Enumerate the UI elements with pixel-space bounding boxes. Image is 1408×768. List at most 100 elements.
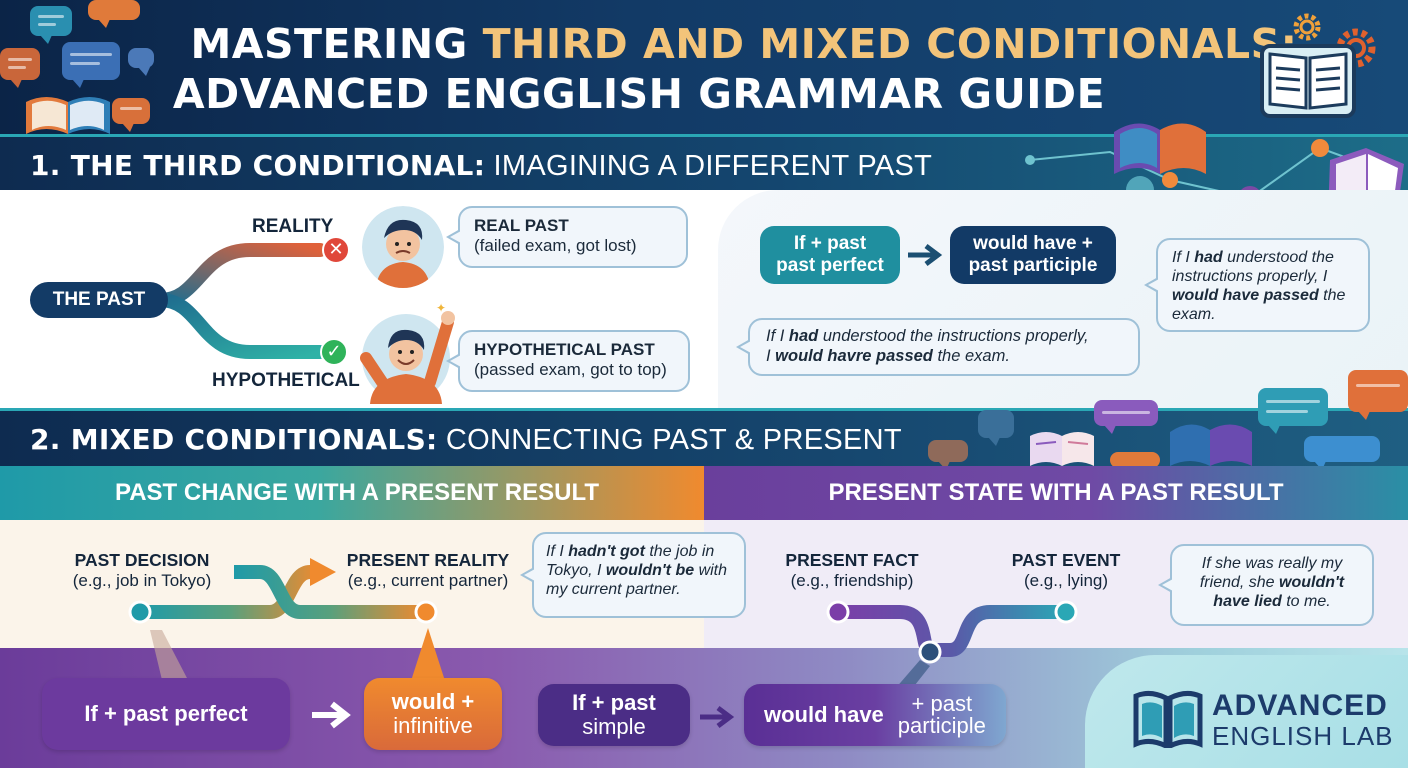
logo-book-icon xyxy=(1133,690,1203,748)
ex1-bold-2: would have passed xyxy=(1172,287,1319,304)
book-icon xyxy=(1170,424,1252,466)
pointer-triangle xyxy=(410,628,446,684)
formula-would-have-text: would have xyxy=(764,702,884,727)
chat-bubble-icon xyxy=(1304,436,1380,470)
present-fact-title: PRESENT FACT xyxy=(785,550,919,570)
chat-bubble-icon xyxy=(978,410,1014,446)
past-decision-sub: (e.g., job in Tokyo) xyxy=(72,571,212,590)
formula-would-line2: infinitive xyxy=(393,713,473,738)
formula-would-line2: past participle xyxy=(968,255,1098,276)
real-past-sub: (failed exam, got lost) xyxy=(474,236,637,255)
formula-past-participle-text: + past participle xyxy=(898,693,986,737)
book-icon xyxy=(26,97,110,134)
chat-bubble-icon xyxy=(128,48,154,76)
formula-would-infinitive: would +infinitive xyxy=(364,678,502,750)
past-event-sub: (e.g., lying) xyxy=(1023,571,1109,590)
band-present-state: PRESENT STATE WITH A PAST RESULT xyxy=(704,466,1408,520)
chat-bubble-icon xyxy=(1348,370,1408,420)
mixed-path-left xyxy=(128,558,438,624)
section1-title: 1. THE THIRD CONDITIONAL: IMAGINING A DI… xyxy=(30,149,933,182)
logo-line1: ADVANCED xyxy=(1212,689,1388,722)
chat-bubble-icon xyxy=(928,440,968,470)
formula-would-have-past-participle-mixed: would have + past participle xyxy=(744,684,1006,746)
exl-bold-1: hadn't got xyxy=(568,543,645,560)
arrow-right-icon xyxy=(312,701,351,729)
exr-text-2: to me. xyxy=(1281,593,1331,610)
example-bubble-1: If I had understood the instructions pro… xyxy=(1144,238,1370,332)
ex2-bold-2: would havre passed xyxy=(775,347,933,365)
the-past-label: THE PAST xyxy=(30,282,168,318)
exl-text-1: If I xyxy=(546,543,569,560)
chat-bubble-icon xyxy=(0,48,40,88)
formula-if-line2: past perfect xyxy=(776,255,884,276)
book-icon xyxy=(1114,123,1206,174)
mixed-path-right xyxy=(826,600,1078,664)
example-bubble-mixed-right: If she was really my friend, she wouldn'… xyxy=(1158,544,1374,626)
exr-text-1: If she was really my friend, she xyxy=(1199,555,1343,591)
logo-panel xyxy=(1085,655,1408,768)
formula-would-line1: would + xyxy=(391,689,475,714)
formula-if-past-perfect-mixed: If + past perfect xyxy=(42,678,290,750)
example-bubble-2: If I had understood the instructions pro… xyxy=(736,318,1140,376)
formula-if-past-line2: simple xyxy=(582,714,646,739)
ex2-text-3: I xyxy=(766,347,776,365)
present-reality-label: PRESENT REALITY (e.g., current partner) xyxy=(338,550,518,591)
sad-student-avatar xyxy=(362,206,444,288)
band-present-state-text: PRESENT STATE WITH A PAST RESULT xyxy=(828,479,1284,506)
hypothetical-past-bubble: HYPOTHETICAL PAST (passed exam, got to t… xyxy=(446,330,690,392)
logo-line2: ENGLISH LAB xyxy=(1212,721,1394,751)
present-fact-sub: (e.g., friendship) xyxy=(790,571,914,590)
header-banner: MASTERING THIRD AND MIXED CONDITIONALS: … xyxy=(0,0,1408,134)
present-fact-label: PRESENT FACT (e.g., friendship) xyxy=(762,550,942,591)
present-reality-sub: (e.g., current partner) xyxy=(347,571,509,590)
gear-icon xyxy=(1293,13,1321,41)
svg-text:✦: ✦ xyxy=(436,302,446,315)
ex1-text-3: the exam. xyxy=(1172,287,1346,323)
past-event-title: PAST EVENT xyxy=(1011,550,1121,570)
exl-text-3: with my current partner. xyxy=(546,562,728,598)
reality-label: REALITY xyxy=(252,216,334,237)
present-reality-title: PRESENT REALITY xyxy=(346,550,510,570)
past-decision-label: PAST DECISION (e.g., job in Tokyo) xyxy=(62,550,222,591)
past-decision-title: PAST DECISION xyxy=(74,550,210,570)
past-event-label: PAST EVENT (e.g., lying) xyxy=(996,550,1136,591)
band-past-change: PAST CHANGE WITH A PRESENT RESULT xyxy=(0,466,704,520)
formula-would-line1: would have + xyxy=(973,233,1093,254)
formula-past-part-line2: participle xyxy=(897,713,986,738)
ex1-text-2: understood the instructions properly, I xyxy=(1172,249,1334,285)
section2-title: 2. MIXED CONDITIONALS: CONNECTING PAST &… xyxy=(30,423,902,456)
the-past-text: THE PAST xyxy=(52,289,146,310)
chat-bubble-icon xyxy=(112,98,150,132)
arrow-right-icon xyxy=(908,244,943,266)
ex1-text-1: If I xyxy=(1172,249,1195,266)
timeline-branch xyxy=(160,243,327,359)
ex2-text-2: understood the instructions properly, xyxy=(818,327,1089,345)
exr-bold-1: wouldn't have lied xyxy=(1213,574,1345,610)
page-title-line2: ADVANCED ENGGLISH GRAMMAR GUIDE xyxy=(172,70,1106,118)
chat-bubble-icon xyxy=(88,0,140,28)
pointer-triangle xyxy=(150,630,188,680)
exl-text-2: the job in Tokyo, I xyxy=(546,543,715,579)
chat-bubble-icon xyxy=(1094,400,1158,434)
hypothetical-label: HYPOTHETICAL xyxy=(212,370,360,391)
check-icon: ✓ xyxy=(320,338,348,366)
formula-would-have-past-participle: would have +past participle xyxy=(950,226,1116,284)
happy-student-avatar: ✦ xyxy=(360,302,455,404)
ex2-bold-1: had xyxy=(788,327,819,345)
book-icon xyxy=(1030,432,1094,466)
cross-icon: ✕ xyxy=(322,236,350,264)
example-bubble-mixed-left: If I hadn't got the job in Tokyo, I woul… xyxy=(520,532,746,618)
hypothetical-past-sub: (passed exam, got to top) xyxy=(474,360,667,379)
chat-bubble-icon xyxy=(1258,388,1328,434)
ex2-text-1: If I xyxy=(766,327,789,345)
formula-if-past-line1: If + past xyxy=(572,690,656,715)
open-book-icon xyxy=(1260,44,1356,118)
chat-bubble-icon xyxy=(62,42,120,88)
ex2-text-4: the exam. xyxy=(932,347,1010,365)
arrow-right-icon xyxy=(700,706,735,728)
ex1-bold-1: had xyxy=(1194,249,1223,266)
chat-bubble-icon xyxy=(30,6,72,44)
formula-if-line1: If + past xyxy=(793,233,867,254)
